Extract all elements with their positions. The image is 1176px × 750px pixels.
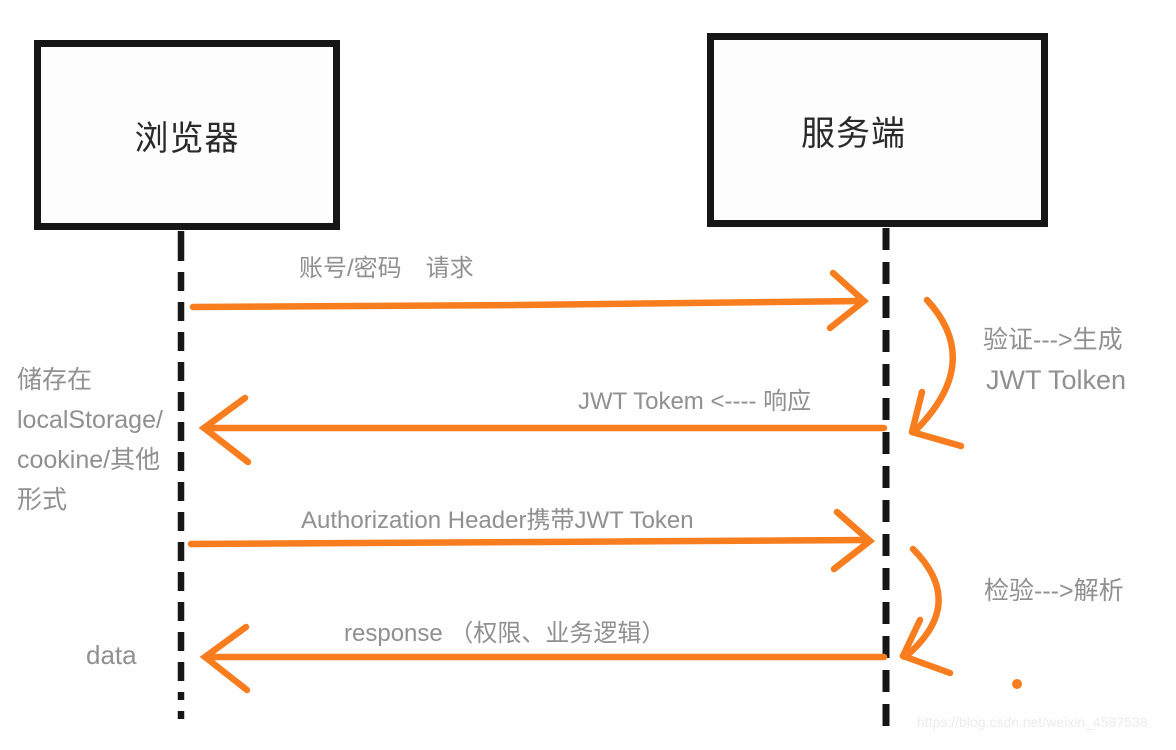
server-note-jwt-tolken: JWT Tolken (986, 365, 1127, 395)
storage-note-line-2: localStorage/ (17, 406, 163, 434)
storage-note-line-3: cookine/其他 (17, 446, 161, 474)
server-self-loop-check (899, 545, 954, 677)
server-self-loop-verify (908, 296, 965, 450)
message-label-authorization-header: Authorization Header携带JWT Token (301, 507, 694, 534)
message-arrow-jwt-response (198, 394, 888, 466)
server-label: 服务端 (801, 114, 906, 153)
orange-dot (1012, 679, 1022, 689)
message-label-response-data: response （权限、业务逻辑） (344, 620, 666, 647)
data-result-label: data (86, 640, 137, 670)
browser-storage-note: 储存在 localStorage/ cookine/其他 形式 (17, 360, 163, 520)
browser-label: 浏览器 (134, 119, 240, 158)
browser-participant-box: 浏览器 (34, 40, 340, 230)
watermark-url: https://blog.csdn.net/weixin_4587538 (917, 714, 1148, 730)
server-note-check-parse: 检验--->解析 (984, 577, 1124, 605)
server-note-verify-generate: 验证--->生成 (983, 326, 1123, 354)
server-participant-box: 服务端 (707, 33, 1048, 227)
message-arrow-authorization-header (187, 508, 876, 573)
message-label-jwt-response: JWT Tokem <---- 响应 (578, 388, 812, 415)
message-arrow-response-data (199, 623, 888, 694)
message-label-login-request: 账号/密码 请求 (299, 255, 474, 282)
storage-note-line-1: 储存在 (17, 366, 93, 394)
storage-note-line-4: 形式 (17, 486, 68, 514)
message-arrow-login-request (189, 269, 870, 332)
